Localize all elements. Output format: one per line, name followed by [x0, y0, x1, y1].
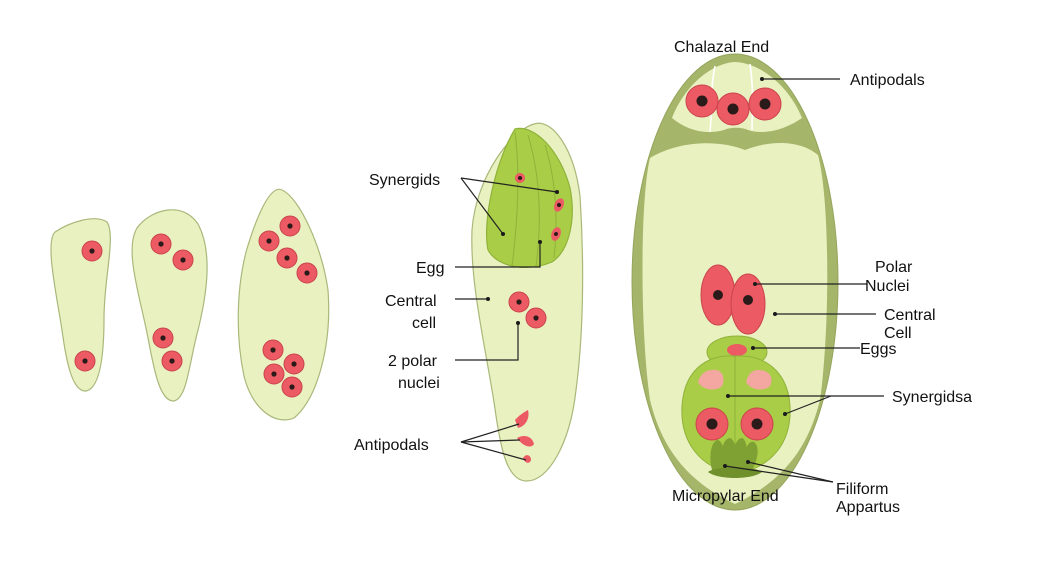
- nucleus: [296, 262, 318, 284]
- label-antipodals: Antipodals: [354, 437, 429, 454]
- synergid-nucleus: [740, 407, 774, 441]
- antipodal-nucleus: [685, 84, 719, 118]
- label-chalazal-end: Chalazal End: [674, 39, 769, 56]
- label-central-cell-1: Central: [884, 307, 936, 324]
- polar-nucleus: [508, 291, 530, 313]
- label-lines: [723, 77, 884, 483]
- label-egg: Egg: [416, 260, 444, 277]
- polar-nucleus: [525, 307, 547, 329]
- label-polar-nuclei-2: nuclei: [398, 375, 440, 392]
- nucleus: [150, 233, 172, 255]
- embryo-sac-detailed: Chalazal End Antipodals Polar Nuclei Cen…: [631, 39, 972, 516]
- egg-apparatus: [485, 127, 573, 268]
- nucleus: [152, 327, 174, 349]
- stage-eight-nucleate: [237, 188, 330, 421]
- nucleus: [172, 249, 194, 271]
- stage-four-nucleate: [131, 209, 208, 402]
- nucleus: [283, 353, 305, 375]
- stage-two-nucleate: [50, 218, 111, 392]
- nucleus: [276, 247, 298, 269]
- label-eggs: Eggs: [860, 341, 896, 358]
- label-central-cell-2: cell: [412, 315, 436, 332]
- polar-nuclei: [700, 264, 766, 335]
- synergid-nucleus: [695, 407, 729, 441]
- nucleus: [263, 363, 285, 385]
- nucleus: [161, 350, 183, 372]
- antipodal-nucleus: [716, 92, 750, 126]
- nucleus: [74, 350, 96, 372]
- label-polar-nuclei-2: Nuclei: [865, 278, 909, 295]
- stage-mature-sac: Synergids Egg Central cell 2 polar nucle…: [354, 122, 584, 482]
- nucleus: [258, 230, 280, 252]
- label-central-cell-1: Central: [385, 293, 437, 310]
- label-micropylar-end: Micropylar End: [672, 488, 779, 505]
- label-lines: [455, 177, 559, 461]
- embryo-sac-outline: [50, 218, 111, 392]
- label-antipodals: Antipodals: [850, 72, 925, 89]
- label-central-cell-2: Cell: [884, 325, 912, 342]
- label-synergids: Synergidsa: [892, 389, 972, 406]
- label-filiform-2: Appartus: [836, 499, 900, 516]
- label-filiform-1: Filiform: [836, 481, 888, 498]
- nucleus: [281, 376, 303, 398]
- antipodal-nucleus: [748, 87, 782, 121]
- label-synergids: Synergids: [369, 172, 440, 189]
- label-polar-nuclei-1: Polar: [875, 259, 913, 276]
- nucleus: [81, 240, 103, 262]
- nucleus: [262, 339, 284, 361]
- label-polar-nuclei-1: 2 polar: [388, 353, 438, 370]
- nucleus: [279, 215, 301, 237]
